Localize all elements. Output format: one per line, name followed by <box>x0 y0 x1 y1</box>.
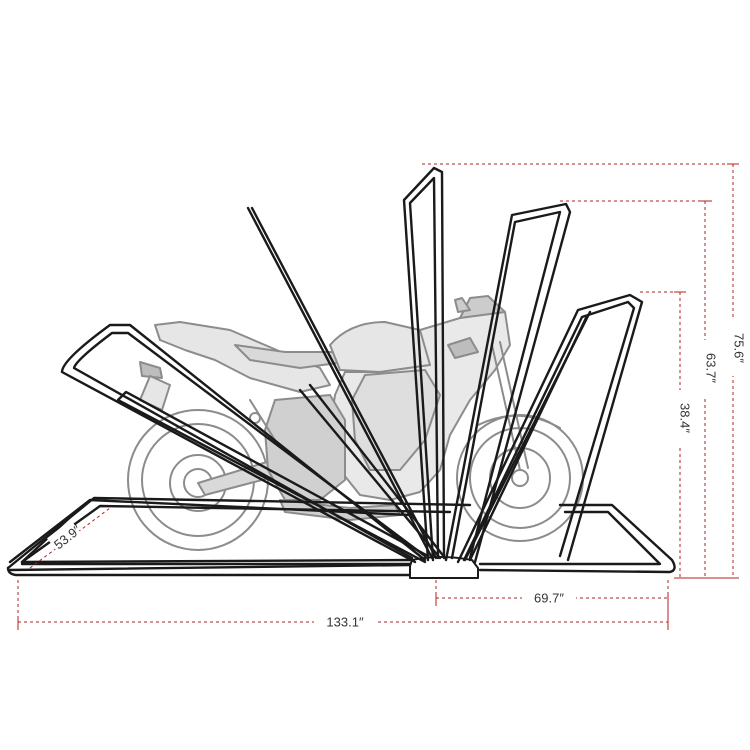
label-bg-width <box>47 519 83 555</box>
label-bg-low-height <box>671 390 689 446</box>
label-bg-half-length <box>522 589 576 607</box>
rear-hoop-inner <box>72 331 427 560</box>
inner-rod-a <box>298 388 442 560</box>
right-center-hoop-inner <box>450 210 562 560</box>
label-total-height: 75.6″ <box>732 333 747 363</box>
handlebar <box>447 337 479 359</box>
license-plate-bracket <box>139 375 171 411</box>
right-hoop-outer <box>456 293 644 564</box>
tail-light <box>139 361 163 379</box>
rear-hoop-outer <box>60 323 427 564</box>
rear-lower-rod <box>116 390 430 564</box>
right-rod-2 <box>468 316 588 562</box>
base-frame-right-inner <box>478 510 662 566</box>
tail-section <box>154 321 331 393</box>
label-bg-total-height <box>724 320 742 376</box>
footpeg <box>249 412 261 424</box>
base-frame-right <box>478 503 676 574</box>
center-hoop-inner <box>408 176 440 562</box>
right-hoop-inner <box>462 300 636 562</box>
base-frame-left <box>6 496 472 570</box>
shelter-frame <box>6 166 676 579</box>
label-total-length: 133.1″ <box>326 614 364 629</box>
inner-rod-b <box>308 383 447 560</box>
base-frame-front-edge <box>6 566 414 577</box>
label-bg-total-length <box>314 613 376 631</box>
label-bg-mid-height <box>696 340 714 396</box>
front-fork <box>491 344 521 471</box>
left-rod-long-2 <box>250 206 438 560</box>
left-rod-long <box>246 206 434 560</box>
rear-shock <box>249 399 276 441</box>
base-frame-left-inner <box>20 504 452 564</box>
label-mid-height: 63.7″ <box>704 353 719 383</box>
front-fender <box>477 414 561 429</box>
mirror <box>454 297 471 313</box>
label-half-length: 69.7″ <box>534 590 564 605</box>
center-hoop-outer <box>402 166 446 562</box>
label-low-height: 38.4″ <box>678 403 693 433</box>
dimension-ticks <box>17 163 739 628</box>
right-center-hoop-outer <box>444 202 572 564</box>
